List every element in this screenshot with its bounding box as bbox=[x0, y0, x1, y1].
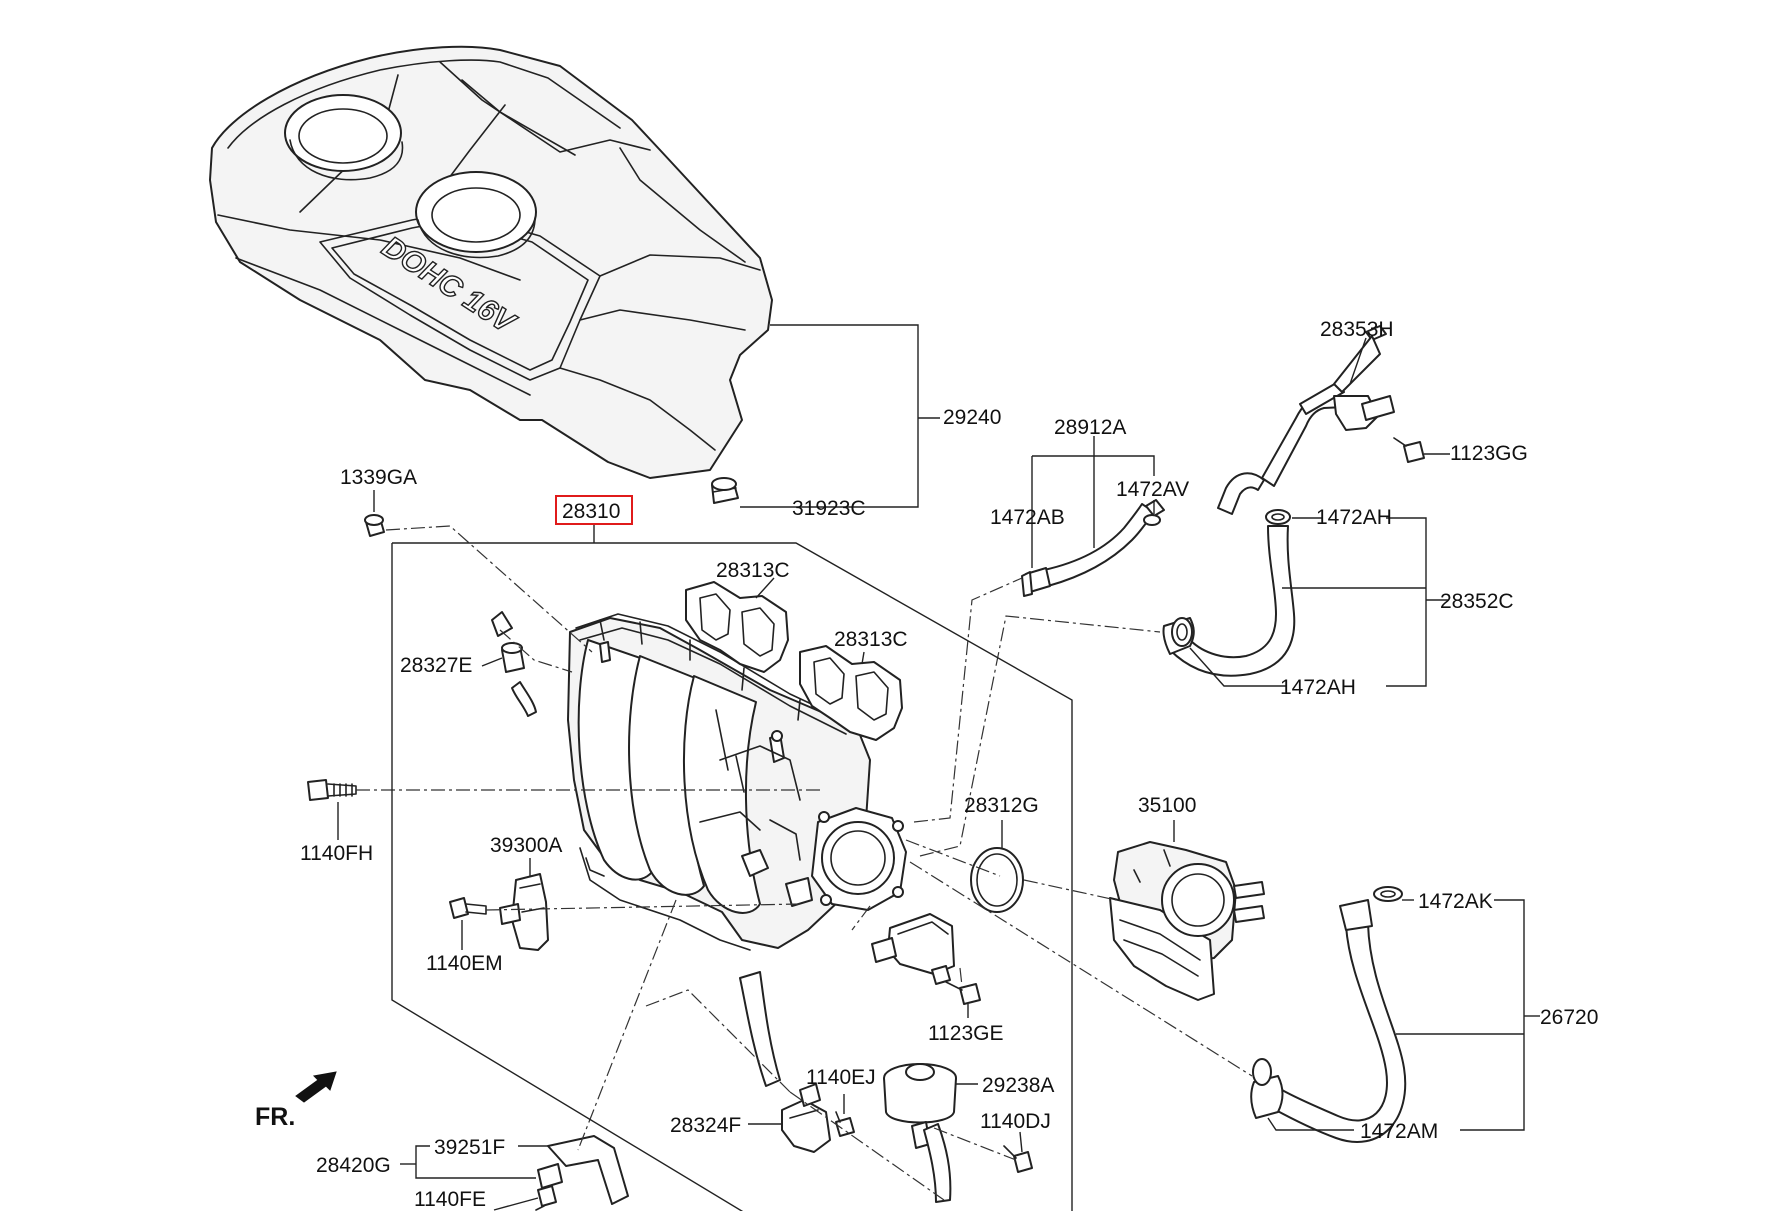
label-28313c-lower[interactable]: 28313C bbox=[834, 628, 908, 651]
label-31923c[interactable]: 31923C bbox=[792, 497, 866, 520]
label-28420g[interactable]: 28420G bbox=[316, 1154, 391, 1177]
label-28353h[interactable]: 28353H bbox=[1320, 318, 1394, 341]
label-1123ge[interactable]: 1123GE bbox=[928, 1022, 1004, 1045]
purge-solenoid bbox=[871, 913, 955, 985]
vacuum-tube bbox=[739, 971, 781, 1087]
label-1472ah-upper[interactable]: 1472AH bbox=[1316, 506, 1392, 529]
pcv-pipe-28353h bbox=[1217, 325, 1395, 515]
label-1472av[interactable]: 1472AV bbox=[1116, 478, 1189, 501]
bolt-1140ej bbox=[835, 1111, 855, 1137]
label-28312g[interactable]: 28312G bbox=[964, 794, 1039, 817]
label-35100[interactable]: 35100 bbox=[1138, 794, 1196, 817]
label-28327e[interactable]: 28327E bbox=[400, 654, 472, 677]
bolt-1339ga bbox=[364, 514, 385, 537]
label-26720[interactable]: 26720 bbox=[1540, 1006, 1598, 1029]
intake-manifold bbox=[567, 613, 907, 951]
label-28313c-upper[interactable]: 28313C bbox=[716, 559, 790, 582]
solenoid-valve bbox=[781, 1083, 831, 1153]
clamp-1472ak bbox=[1373, 886, 1403, 902]
manifold-gasket-upper bbox=[685, 581, 789, 673]
vacuum-fitting bbox=[491, 611, 537, 717]
label-28310[interactable]: 28310 bbox=[562, 500, 620, 523]
clamp-1472ah-lower bbox=[1171, 617, 1193, 647]
part-labels: 29240 31923C 1339GA 28310 28313C 28313C … bbox=[300, 318, 1598, 1211]
label-1472ab[interactable]: 1472AB bbox=[990, 506, 1065, 529]
label-29238a[interactable]: 29238A bbox=[982, 1074, 1054, 1097]
label-1472am[interactable]: 1472AM bbox=[1360, 1120, 1438, 1143]
bolt-1140fh bbox=[307, 779, 357, 801]
bolt-1140fe bbox=[535, 1185, 557, 1211]
clamp-1472ab bbox=[1021, 571, 1033, 597]
bracket bbox=[537, 1135, 629, 1205]
clamp-1472av bbox=[1143, 514, 1161, 526]
engine-cover: DOHC 16V bbox=[209, 45, 773, 479]
highlight-box bbox=[555, 495, 633, 525]
bolt-1140dj bbox=[1003, 1145, 1033, 1173]
label-28352c[interactable]: 28352C bbox=[1440, 590, 1514, 613]
label-1339ga[interactable]: 1339GA bbox=[340, 466, 417, 489]
label-1472ah-lower[interactable]: 1472AH bbox=[1280, 676, 1356, 699]
label-1140dj[interactable]: 1140DJ bbox=[980, 1110, 1051, 1133]
label-28324f[interactable]: 28324F bbox=[670, 1114, 741, 1137]
water-hose-26720 bbox=[1250, 899, 1407, 1143]
throttle-body bbox=[1109, 841, 1265, 1001]
clamp-1472am bbox=[1252, 1058, 1272, 1086]
front-direction-marker: FR. bbox=[255, 1071, 337, 1131]
manifold-gasket-lower bbox=[799, 645, 903, 741]
bolt-1123gg bbox=[1393, 437, 1425, 463]
map-sensor bbox=[499, 873, 549, 951]
label-1140fh[interactable]: 1140FH bbox=[300, 842, 373, 865]
label-39300a[interactable]: 39300A bbox=[490, 834, 562, 857]
label-39251f[interactable]: 39251F bbox=[434, 1136, 505, 1159]
label-1140fe[interactable]: 1140FE bbox=[414, 1188, 486, 1211]
throttle-gasket bbox=[970, 847, 1024, 913]
leader-lines bbox=[337, 324, 1540, 1211]
label-28912a[interactable]: 28912A bbox=[1054, 416, 1126, 439]
assembly-outline bbox=[392, 542, 1073, 1211]
label-1140ej[interactable]: 1140EJ bbox=[806, 1066, 876, 1089]
grommet bbox=[711, 477, 739, 504]
label-1123gg[interactable]: 1123GG bbox=[1450, 442, 1528, 465]
bolt-1123ge bbox=[945, 981, 981, 1005]
phantom-lines bbox=[356, 525, 1253, 1201]
label-1140em[interactable]: 1140EM bbox=[426, 952, 503, 975]
clamp-1472ah-upper bbox=[1265, 509, 1291, 525]
pcv-hose-28352c bbox=[1162, 525, 1296, 677]
front-direction-label: FR. bbox=[255, 1103, 295, 1131]
label-1472ak[interactable]: 1472AK bbox=[1418, 890, 1493, 913]
bolt-1140em bbox=[449, 897, 487, 919]
vacuum-reservoir bbox=[883, 1063, 957, 1203]
label-29240[interactable]: 29240 bbox=[943, 406, 1001, 429]
